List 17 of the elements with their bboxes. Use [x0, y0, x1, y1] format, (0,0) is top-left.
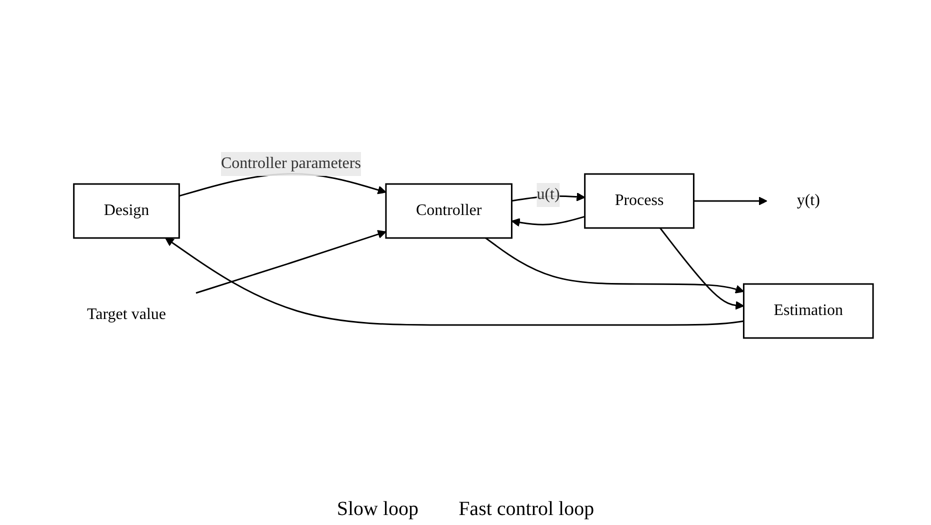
node-box: Estimation — [743, 283, 874, 339]
node-text: y(t) — [797, 192, 820, 209]
arrow — [196, 230, 387, 294]
node-box: Process — [584, 173, 695, 229]
arrow — [694, 196, 768, 206]
loop-label: Fast control loop — [458, 498, 594, 521]
edge-label: u(t) — [537, 186, 560, 203]
node-box: Design — [74, 183, 180, 239]
arrow — [486, 237, 745, 294]
loop-label: Slow loop — [336, 498, 419, 521]
arrow — [512, 216, 586, 227]
arrow — [512, 192, 586, 202]
arrow — [166, 238, 744, 326]
edge-label: Controller parameters — [221, 155, 362, 172]
arrow — [660, 228, 745, 310]
node-text: Target value — [87, 306, 166, 323]
node-box: Controller — [386, 183, 513, 239]
